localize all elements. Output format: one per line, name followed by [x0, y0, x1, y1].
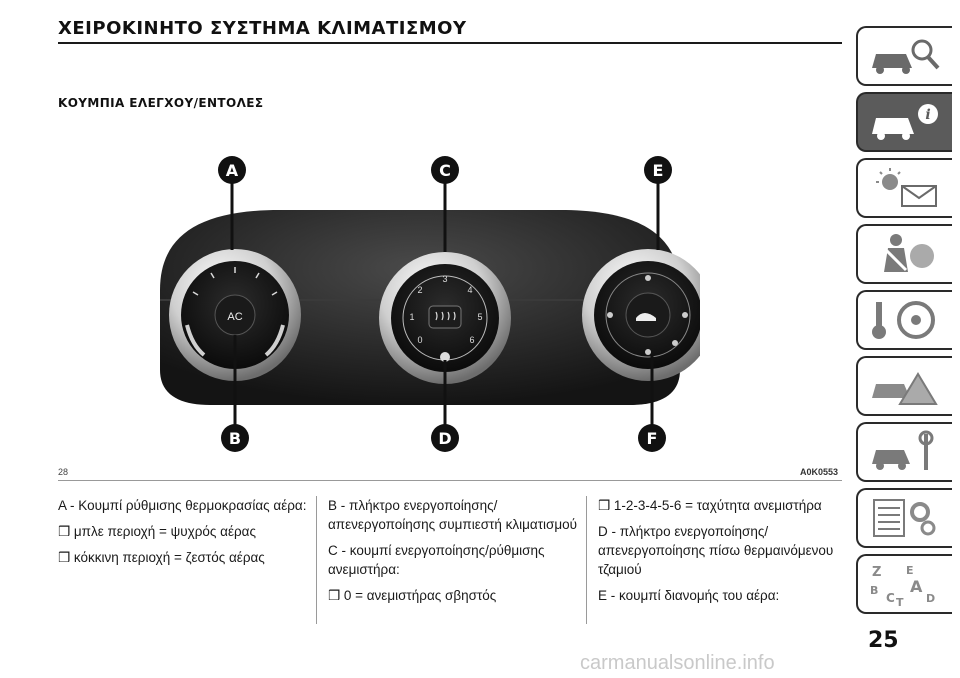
- air-distribution-knob: [582, 249, 700, 381]
- ac-button-label: AC: [227, 311, 242, 323]
- figure-code: A0K0553: [800, 467, 839, 477]
- title-rule: [58, 42, 842, 44]
- car-emergency-icon: [872, 372, 938, 405]
- seatbelt-airbag-icon: [884, 234, 934, 272]
- car-info-icon: i: [872, 104, 938, 140]
- fan-speed-0: 0: [417, 335, 422, 345]
- paragraph: D - πλήκτρο ενεργοποίησης/ απενεργοποίησ…: [598, 524, 834, 577]
- climate-control-figure: AC 0 1 2 3 4 5 6: [160, 156, 700, 452]
- tab-emergency[interactable]: [856, 356, 952, 416]
- text-column-3: ❒ 1-2-3-4-5-6 = ταχύτητα ανεμιστήρα D - …: [598, 496, 848, 612]
- svg-text:D: D: [438, 429, 451, 448]
- paragraph: ❒ 0 = ανεμιστήρας σβηστός: [328, 588, 497, 603]
- fan-speed-2: 2: [417, 285, 422, 295]
- paragraph: ❒ κόκκινη περιοχή = ζεστός αέρας: [58, 550, 265, 565]
- callout-b: B: [221, 424, 249, 452]
- svg-text:T: T: [896, 596, 904, 606]
- callout-d: D: [431, 424, 459, 452]
- paragraph: ❒ μπλε περιοχή = ψυχρός αέρας: [58, 524, 256, 539]
- temperature-knob: AC: [169, 249, 301, 381]
- page-title: ΧΕΙΡΟΚΙΝΗΤΟ ΣΥΣΤΗΜΑ ΚΛΙΜΑΤΙΣΜΟΥ: [58, 18, 467, 39]
- column-separator: [316, 496, 317, 624]
- svg-text:Z: Z: [872, 565, 881, 580]
- svg-text:E: E: [906, 564, 914, 577]
- chapter-tabs: i: [856, 26, 960, 620]
- paragraph: E - κουμπί διανομής του αέρα:: [598, 588, 780, 603]
- car-search-icon: [872, 39, 940, 74]
- tab-warning-lights[interactable]: [856, 158, 952, 218]
- key-steering-wheel-icon: [872, 301, 935, 339]
- tab-maintenance[interactable]: [856, 422, 952, 482]
- paragraph: C - κουμπί ενεργοποίησης/ρύθμισης ανεμισ…: [328, 543, 545, 577]
- svg-text:C: C: [886, 591, 895, 605]
- tab-index[interactable]: Z E A B C T D: [856, 554, 952, 614]
- text-column-1: A - Κουμπί ρύθμισης θερμοκρασίας αέρα: ❒…: [58, 496, 308, 574]
- page-number: 25: [868, 628, 899, 653]
- svg-text:B: B: [870, 584, 878, 597]
- car-maintenance-icon: [872, 430, 934, 470]
- svg-text:C: C: [439, 161, 451, 180]
- svg-text:A: A: [910, 577, 923, 596]
- svg-text:E: E: [653, 161, 664, 180]
- alphabetical-index-icon: Z E A B C T D: [870, 564, 935, 606]
- tab-car-search[interactable]: [856, 26, 952, 86]
- watermark: carmanualsonline.info: [580, 652, 775, 674]
- rear-defrost-button: [428, 305, 462, 329]
- tab-technical-data[interactable]: [856, 488, 952, 548]
- tab-starting-driving[interactable]: [856, 290, 952, 350]
- fan-speed-6: 6: [469, 335, 474, 345]
- tab-car-info[interactable]: i: [856, 92, 952, 152]
- paragraph: B - πλήκτρο ενεργοποίησης/ απενεργοποίησ…: [328, 498, 578, 532]
- tab-safety[interactable]: [856, 224, 952, 284]
- svg-text:B: B: [229, 429, 241, 448]
- fan-speed-4: 4: [467, 285, 472, 295]
- figure-rule: [58, 480, 842, 481]
- column-separator: [586, 496, 587, 624]
- callout-c: C: [431, 156, 459, 184]
- svg-text:A: A: [226, 161, 239, 180]
- section-subtitle: ΚΟΥΜΠΙΑ ΕΛΕΓΧΟΥ/ΕΝΤΟΛΕΣ: [58, 96, 264, 110]
- callout-f: F: [638, 424, 666, 452]
- technical-data-icon: [873, 499, 936, 537]
- fan-speed-5: 5: [477, 312, 482, 322]
- fan-icon: [440, 352, 450, 362]
- svg-text:D: D: [926, 592, 935, 605]
- svg-text:i: i: [925, 107, 930, 123]
- paragraph: ❒ 1-2-3-4-5-6 = ταχύτητα ανεμιστήρα: [598, 498, 822, 513]
- fan-speed-3: 3: [442, 274, 447, 284]
- figure-number: 28: [58, 467, 69, 477]
- fan-knob: 0 1 2 3 4 5 6: [379, 252, 511, 384]
- text-column-2: B - πλήκτρο ενεργοποίησης/ απενεργοποίησ…: [328, 496, 578, 612]
- svg-text:F: F: [647, 429, 658, 448]
- callout-a: A: [218, 156, 246, 184]
- callout-e: E: [644, 156, 672, 184]
- fan-speed-1: 1: [409, 312, 414, 322]
- paragraph: A - Κουμπί ρύθμισης θερμοκρασίας αέρα:: [58, 498, 307, 513]
- warning-light-message-icon: [876, 168, 937, 207]
